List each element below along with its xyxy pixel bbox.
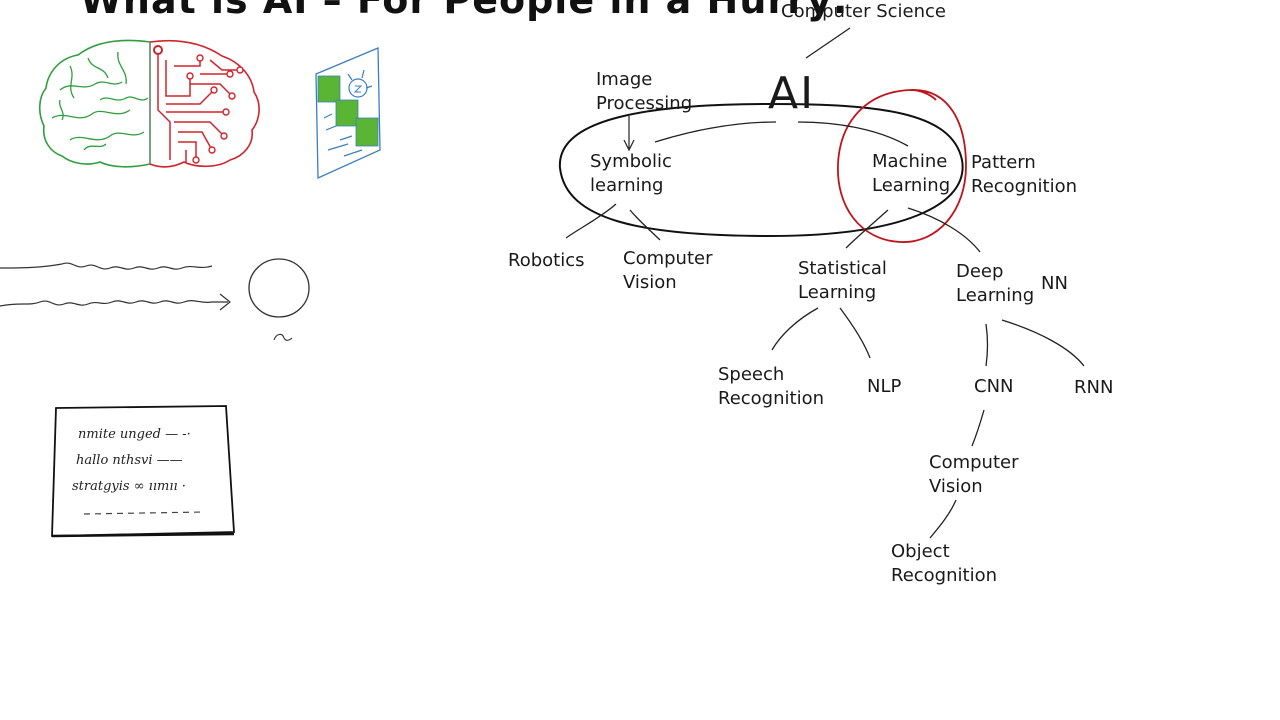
- node-machine-learning: Machine Learning: [872, 151, 951, 196]
- circle-sketch-icon: [0, 258, 310, 341]
- node-cnn: CNN: [974, 376, 1014, 397]
- connector: [1001, 319, 1085, 367]
- ai-oval: [558, 102, 964, 238]
- node-ai: AI: [768, 68, 816, 119]
- connector: [629, 209, 661, 241]
- node-rnn: RNN: [1074, 377, 1114, 398]
- node-computer-vision-cnn: Computer Vision: [929, 452, 1019, 497]
- node-pattern-recognition: Pattern Recognition: [971, 152, 1077, 197]
- connector: [565, 203, 617, 239]
- note-card-icon: [51, 405, 235, 538]
- brain-icon: [38, 39, 260, 168]
- connector: [654, 121, 777, 143]
- node-robotics: Robotics: [508, 250, 585, 271]
- connector: [839, 307, 871, 359]
- connector: [797, 121, 909, 147]
- connector: [805, 27, 851, 59]
- connector: [845, 209, 889, 249]
- note-text-line: hallo nthsvi ——: [76, 453, 183, 468]
- node-computer-vision: Computer Vision: [623, 248, 713, 293]
- node-object-recognition: Object Recognition: [891, 541, 997, 586]
- connector: [623, 116, 635, 152]
- connector: [985, 323, 989, 367]
- node-computer-science: Computer Science: [781, 1, 946, 22]
- note-text-line: stratgyis ∞ ıımıı ·: [72, 479, 186, 494]
- node-deep-learning: Deep Learning: [956, 261, 1035, 306]
- node-symbolic-learning: Symbolic learning: [590, 151, 672, 196]
- document-sketch-icon: [315, 47, 381, 179]
- page-title: What is AI – For People in a Hurry:: [80, 0, 849, 22]
- node-nlp: NLP: [867, 376, 902, 397]
- node-image-processing: Image Processing: [596, 69, 693, 114]
- node-speech-recognition: Speech Recognition: [718, 364, 824, 409]
- connector: [971, 409, 985, 447]
- connector: [907, 207, 981, 253]
- connector: [771, 307, 819, 351]
- node-nn: NN: [1041, 273, 1068, 294]
- node-statistical-learning: Statistical Learning: [798, 258, 887, 303]
- connector: [929, 499, 957, 539]
- note-text-line: nmite unged — -·: [78, 427, 191, 442]
